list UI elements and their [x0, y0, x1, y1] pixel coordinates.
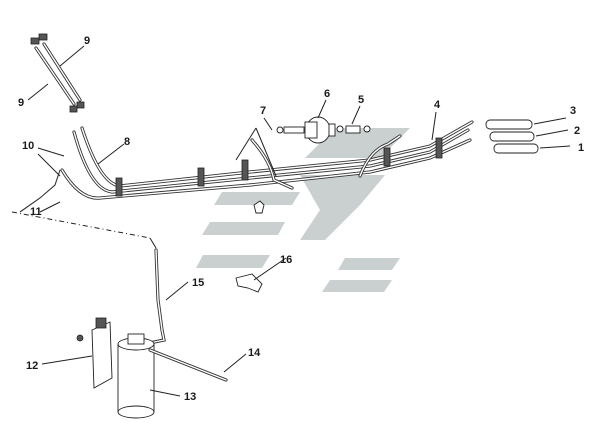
hose-pair-9 — [30, 33, 85, 113]
callout-13: 13 — [184, 391, 196, 403]
callout-3: 3 — [570, 105, 576, 117]
callout-11: 11 — [30, 206, 42, 218]
callout-10: 10 — [22, 140, 34, 152]
pipe-14 — [148, 348, 228, 382]
bracket-12 — [76, 317, 113, 389]
connector-5 — [336, 125, 371, 134]
hose-11 — [11, 169, 157, 249]
connector-7 — [276, 126, 305, 134]
callout-7: 7 — [260, 105, 266, 117]
callout-14: 14 — [248, 347, 261, 359]
hose-15 — [138, 248, 166, 347]
callout-16: 16 — [280, 254, 292, 266]
callout-6: 6 — [324, 88, 330, 100]
main-pipe-bundle — [60, 120, 474, 214]
watermark-logo — [196, 128, 410, 292]
callout-9-top: 9 — [84, 35, 90, 47]
tube-2 — [489, 131, 535, 142]
callout-8: 8 — [124, 136, 130, 148]
callout-2: 2 — [574, 125, 580, 137]
tube-1 — [493, 143, 539, 154]
receiver-drier-13 — [117, 333, 155, 419]
leader-lines — [27, 45, 571, 397]
callout-1: 1 — [578, 142, 584, 154]
callout-12: 12 — [26, 360, 38, 372]
callout-9-left: 9 — [18, 97, 24, 109]
callout-5: 5 — [358, 94, 364, 106]
callout-15: 15 — [192, 277, 204, 289]
tube-3 — [485, 119, 533, 130]
callout-4: 4 — [434, 99, 441, 111]
callout-labels: 1 2 3 4 5 6 7 8 9 9 10 11 12 13 14 15 16 — [18, 35, 584, 403]
